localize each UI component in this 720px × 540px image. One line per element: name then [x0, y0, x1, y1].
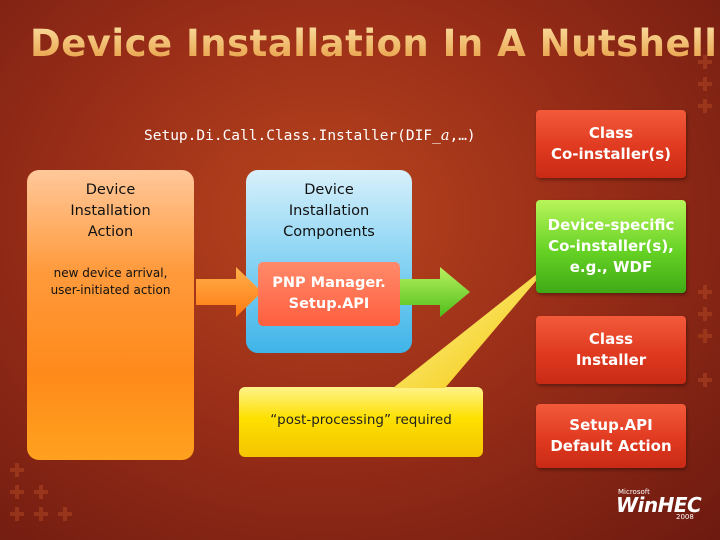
device-specific-line: Device-specific: [547, 216, 675, 234]
components-heading-line: Installation: [288, 203, 370, 219]
slide-title: Device Installation In A Nutshell: [30, 22, 718, 65]
action-heading-line: Installation: [70, 203, 151, 219]
setupapi-default-line: Setup.API: [569, 416, 653, 434]
device-specific-line: Co-installer(s),: [548, 237, 674, 255]
components-heading-line: Device: [304, 182, 354, 198]
action-heading-line: Action: [87, 224, 134, 240]
device-installation-action-box: Device Installation Action new device ar…: [27, 170, 194, 460]
class-installer-line: Installer: [575, 351, 647, 369]
device-specific-coinstaller-box: Device-specific Co-installer(s), e.g., W…: [536, 200, 686, 293]
call-italic-arg: a: [440, 128, 450, 144]
pnp-line: Setup.API: [288, 296, 370, 312]
device-specific-line: e.g., WDF: [569, 258, 653, 276]
logo-name: WinHEC: [616, 493, 702, 517]
action-heading-line: Device: [85, 182, 136, 198]
setupdi-call-label: Setup.Di.Call.Class.Installer(DIF_a,…): [144, 128, 476, 144]
logo-company: Microsoft: [618, 488, 650, 496]
pnp-manager-box: PNP Manager. Setup.API: [258, 262, 400, 326]
post-processing-label: “post-processing” required: [270, 412, 452, 428]
class-installer-line: Class: [588, 330, 634, 348]
call-prefix: Setup.Di.Call.Class.Installer(DIF_: [144, 128, 441, 144]
action-detail-line: user-initiated action: [50, 283, 171, 297]
post-processing-box: “post-processing” required: [239, 387, 483, 457]
class-coinstaller-line: Class: [588, 124, 634, 142]
class-coinstaller-line: Co-installer(s): [550, 145, 672, 163]
class-installer-box: Class Installer: [536, 316, 686, 384]
orange-arrow: [196, 267, 262, 317]
setupapi-default-line: Default Action: [550, 437, 672, 455]
green-arrow: [400, 267, 470, 317]
logo-year: 2008: [676, 513, 694, 521]
action-detail-line: new device arrival,: [53, 266, 168, 280]
callout-pointer: [393, 262, 552, 388]
call-suffix: ,…): [449, 128, 476, 144]
class-coinstaller-box: Class Co-installer(s): [536, 110, 686, 178]
setupapi-default-action-box: Setup.API Default Action: [536, 404, 686, 468]
pnp-line: PNP Manager.: [272, 275, 386, 291]
components-heading-line: Components: [283, 224, 375, 240]
